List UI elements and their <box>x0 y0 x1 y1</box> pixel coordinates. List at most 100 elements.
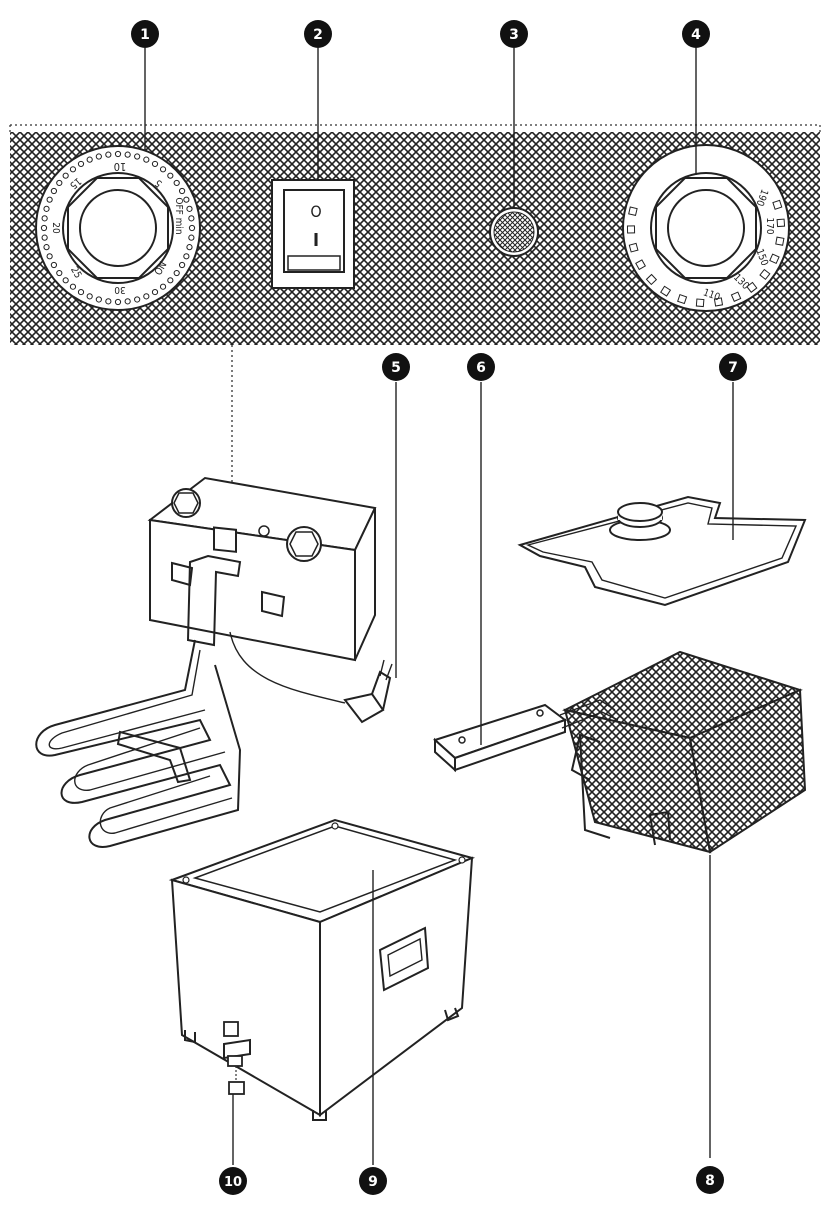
temp-tick <box>713 297 724 307</box>
callout-4: 4 <box>682 20 710 48</box>
svg-text:5: 5 <box>391 360 401 376</box>
temp-tick <box>660 285 672 297</box>
timer-knob-icon[interactable]: 10 5 OFF min ON 30 25 20 15 <box>35 145 201 311</box>
timer-dot <box>151 160 159 168</box>
svg-text:9: 9 <box>368 1174 378 1190</box>
plug-icon <box>343 659 393 724</box>
timer-label-off: OFF min <box>173 197 184 234</box>
timer-dot <box>124 298 131 305</box>
timer-dot <box>143 156 150 163</box>
svg-text:4: 4 <box>691 27 701 43</box>
timer-dot <box>186 244 193 251</box>
timer-dot <box>178 261 186 269</box>
timer-dot <box>69 166 77 173</box>
svg-text:1: 1 <box>140 27 150 43</box>
timer-dot <box>41 234 48 241</box>
switch-off-symbol: O <box>310 202 321 221</box>
timer-label-20: 20 <box>50 222 61 234</box>
timer-label-10: 10 <box>114 160 127 173</box>
timer-dot <box>186 205 193 212</box>
svg-text:2: 2 <box>313 27 323 43</box>
timer-dot <box>43 205 50 212</box>
timer-dot <box>95 153 102 160</box>
timer-dot <box>56 179 63 187</box>
callout-8: 8 <box>696 1166 724 1194</box>
timer-dot <box>77 160 85 168</box>
timer-dot <box>62 172 69 179</box>
timer-dot <box>86 293 93 300</box>
switch-on-symbol: I <box>313 230 319 251</box>
callout-5: 5 <box>382 353 410 381</box>
svg-text:3: 3 <box>509 27 519 43</box>
callout-7: 7 <box>719 353 747 381</box>
timer-dot <box>134 153 141 160</box>
temp-tick <box>695 298 705 308</box>
timer-dot <box>134 296 141 303</box>
svg-text:7: 7 <box>728 360 738 376</box>
timer-dot <box>188 234 195 241</box>
timer-dot <box>124 151 131 158</box>
heating-element-assembly <box>35 476 393 848</box>
basket-icon <box>562 650 807 854</box>
timer-dot <box>159 166 167 173</box>
temp-tick <box>635 259 647 271</box>
timer-dot <box>56 269 63 277</box>
callout-3: 3 <box>500 20 528 48</box>
timer-dot <box>114 150 122 158</box>
temp-tick <box>628 206 638 217</box>
temp-tick <box>769 253 780 265</box>
timer-dot <box>95 296 102 303</box>
temp-tick <box>626 225 636 234</box>
temp-tick <box>772 199 783 210</box>
callout-6: 6 <box>467 353 495 381</box>
temp-tick <box>645 273 658 286</box>
svg-text:10: 10 <box>224 1175 242 1190</box>
drain-tap-icon[interactable] <box>223 1021 251 1095</box>
timer-label-25: 25 <box>68 265 83 280</box>
thermostat-knob-icon[interactable]: 190 170 150 130 110 <box>622 144 790 312</box>
svg-text:6: 6 <box>476 360 486 376</box>
callout-10: 10 <box>219 1167 247 1195</box>
temp-label-170: 170 <box>764 217 775 234</box>
timer-dot <box>86 156 93 163</box>
svg-text:8: 8 <box>705 1173 715 1189</box>
timer-dot <box>151 288 159 296</box>
timer-label-5: 5 <box>153 177 164 189</box>
timer-dot <box>105 151 112 158</box>
temp-tick <box>746 281 758 293</box>
callout-2: 2 <box>304 20 332 48</box>
timer-dot <box>188 215 195 222</box>
indicator-light-icon <box>489 207 539 257</box>
temp-tick <box>730 291 742 302</box>
temp-tick <box>628 242 639 253</box>
timer-dot <box>188 224 196 232</box>
timer-dot <box>178 187 186 195</box>
timer-dot <box>50 261 58 269</box>
timer-label-30: 30 <box>114 284 126 295</box>
timer-dot <box>183 253 190 260</box>
timer-dot <box>40 224 48 232</box>
timer-dot <box>183 196 190 203</box>
timer-dot <box>143 293 150 300</box>
timer-dot <box>46 253 53 260</box>
timer-dot <box>41 215 48 222</box>
power-switch-icon[interactable]: O I <box>271 179 355 289</box>
timer-dot <box>77 288 85 296</box>
lid-icon <box>517 495 807 607</box>
basket-handle-icon[interactable] <box>433 699 619 773</box>
temp-tick <box>759 268 771 281</box>
tank-icon <box>168 818 476 1121</box>
timer-dot <box>173 269 180 277</box>
timer-dot <box>167 277 174 284</box>
callout-9: 9 <box>359 1167 387 1195</box>
timer-dot <box>114 298 122 306</box>
timer-dot <box>50 187 58 195</box>
temp-tick <box>776 218 786 228</box>
timer-dot <box>43 244 50 251</box>
temp-tick <box>775 236 785 246</box>
timer-dot <box>173 179 180 187</box>
timer-dot <box>46 196 53 203</box>
timer-dot <box>167 172 174 179</box>
timer-dot <box>69 283 77 290</box>
